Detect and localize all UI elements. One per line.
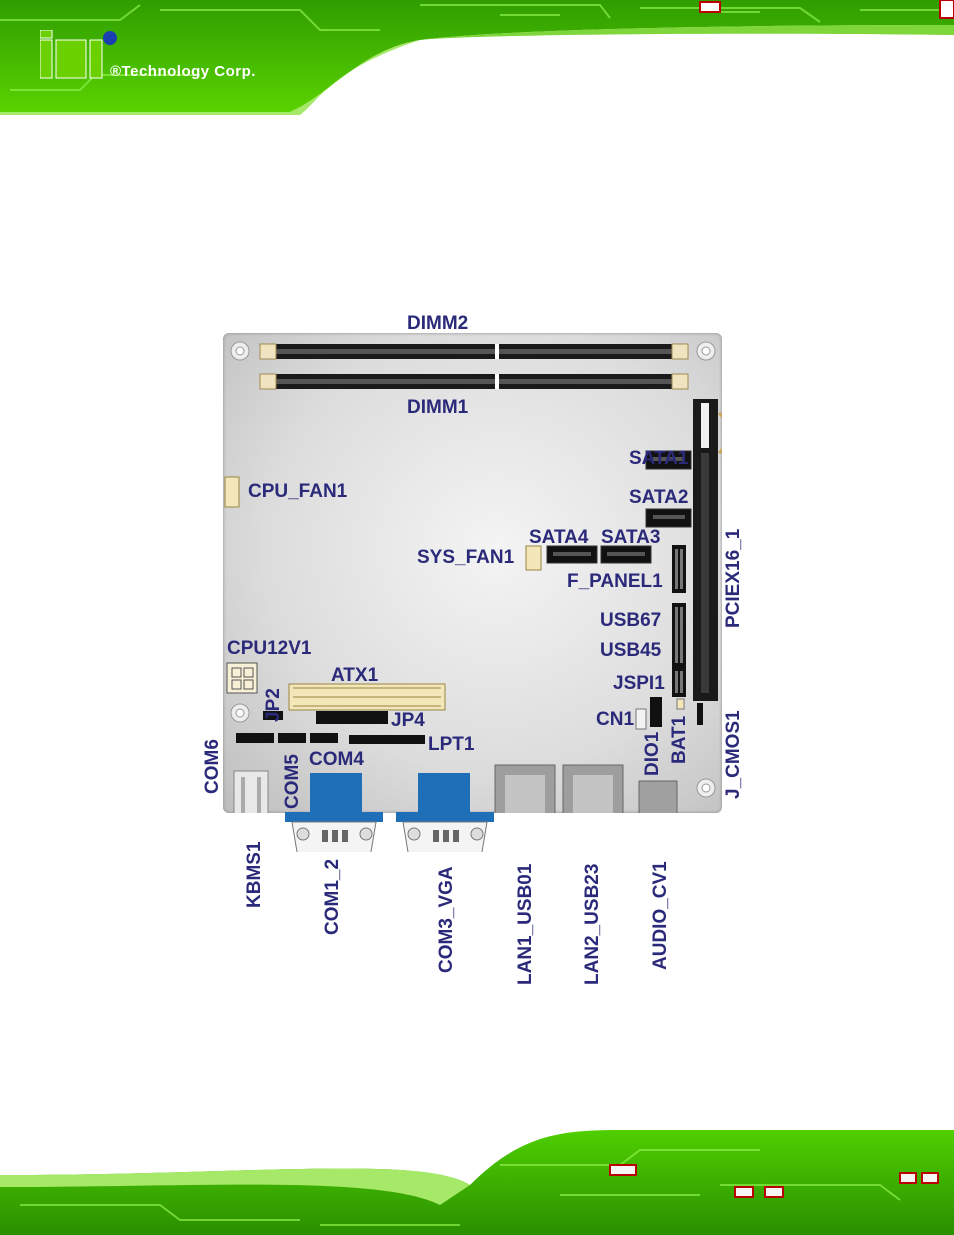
label-jp2: JP2 [263, 688, 284, 722]
label-dimm2: DIMM2 [407, 313, 469, 334]
circuit-background [0, 1130, 954, 1235]
footer-banner [0, 1125, 954, 1235]
usb67-header [672, 603, 686, 635]
label-lan1-usb01: LAN1_USB01 [515, 863, 536, 985]
label-sata2: SATA2 [629, 487, 689, 508]
label-usb67: USB67 [600, 610, 662, 631]
label-com5: COM5 [282, 754, 303, 809]
label-usb45: USB45 [600, 640, 662, 661]
com1-2-shell-icon [285, 812, 383, 852]
usb45-header [672, 635, 686, 667]
label-bat1: BAT1 [669, 715, 690, 764]
board-components [224, 341, 722, 813]
serial-connector-shells [285, 812, 494, 852]
com3-vga-connector [418, 773, 470, 813]
header-banner: ®Technology Corp. [0, 0, 954, 115]
label-cpu-fan1: CPU_FAN1 [248, 481, 348, 502]
label-f-panel1: F_PANEL1 [567, 571, 663, 592]
dimm2-slot [259, 343, 689, 360]
label-dimm1: DIMM1 [407, 397, 469, 418]
label-com3-vga: COM3_VGA [436, 866, 457, 973]
com6-header [236, 733, 274, 743]
jp4-header [316, 711, 388, 724]
com5-header [278, 733, 306, 743]
com1-2-connector [310, 773, 362, 813]
label-jspi1: JSPI1 [613, 673, 665, 694]
dio1-header [650, 697, 662, 727]
dimm1-slot [259, 373, 689, 390]
com4-header [310, 733, 338, 743]
label-cn1: CN1 [596, 709, 635, 730]
label-dio1: DIO1 [642, 731, 663, 776]
label-jp4: JP4 [391, 710, 425, 731]
j-cmos1-jumper [697, 703, 703, 725]
label-com4: COM4 [309, 749, 364, 770]
label-sys-fan1: SYS_FAN1 [417, 547, 515, 568]
com3-vga-shell-icon [396, 812, 494, 852]
circuit-background [0, 0, 954, 115]
label-sata1: SATA1 [629, 448, 689, 469]
label-cpu12v1: CPU12V1 [227, 638, 312, 659]
label-atx1: ATX1 [331, 665, 379, 686]
lpt1-header [349, 735, 425, 744]
jp2-jumper [263, 711, 283, 720]
label-pciex16-1: PCIEX16_1 [723, 528, 744, 628]
label-j-cmos1: J_CMOS1 [723, 710, 744, 799]
bat1-connector [676, 698, 685, 710]
audio-cv1-connector [638, 780, 678, 813]
cpu-fan1-header [224, 476, 240, 508]
jspi1-header [672, 667, 686, 697]
label-lpt1: LPT1 [428, 734, 475, 755]
mounting-hole-icon [230, 341, 716, 798]
label-com6: COM6 [202, 739, 223, 794]
label-lan2-usb23: LAN2_USB23 [582, 863, 603, 985]
label-kbms1: KBMS1 [244, 841, 265, 908]
company-name: ®Technology Corp. [110, 63, 256, 80]
f-panel1-header [672, 545, 686, 593]
label-com1-2: COM1_2 [322, 858, 343, 935]
kbms1-connector [233, 770, 269, 813]
label-sata4: SATA4 [529, 527, 589, 548]
motherboard [223, 333, 722, 813]
pciex16-slot [693, 399, 722, 701]
iei-logo-icon [40, 30, 117, 79]
sys-fan1-header [525, 545, 542, 571]
label-audio-cv1: AUDIO_CV1 [650, 861, 671, 970]
label-sata3: SATA3 [601, 527, 661, 548]
cn1-connector [635, 708, 647, 730]
